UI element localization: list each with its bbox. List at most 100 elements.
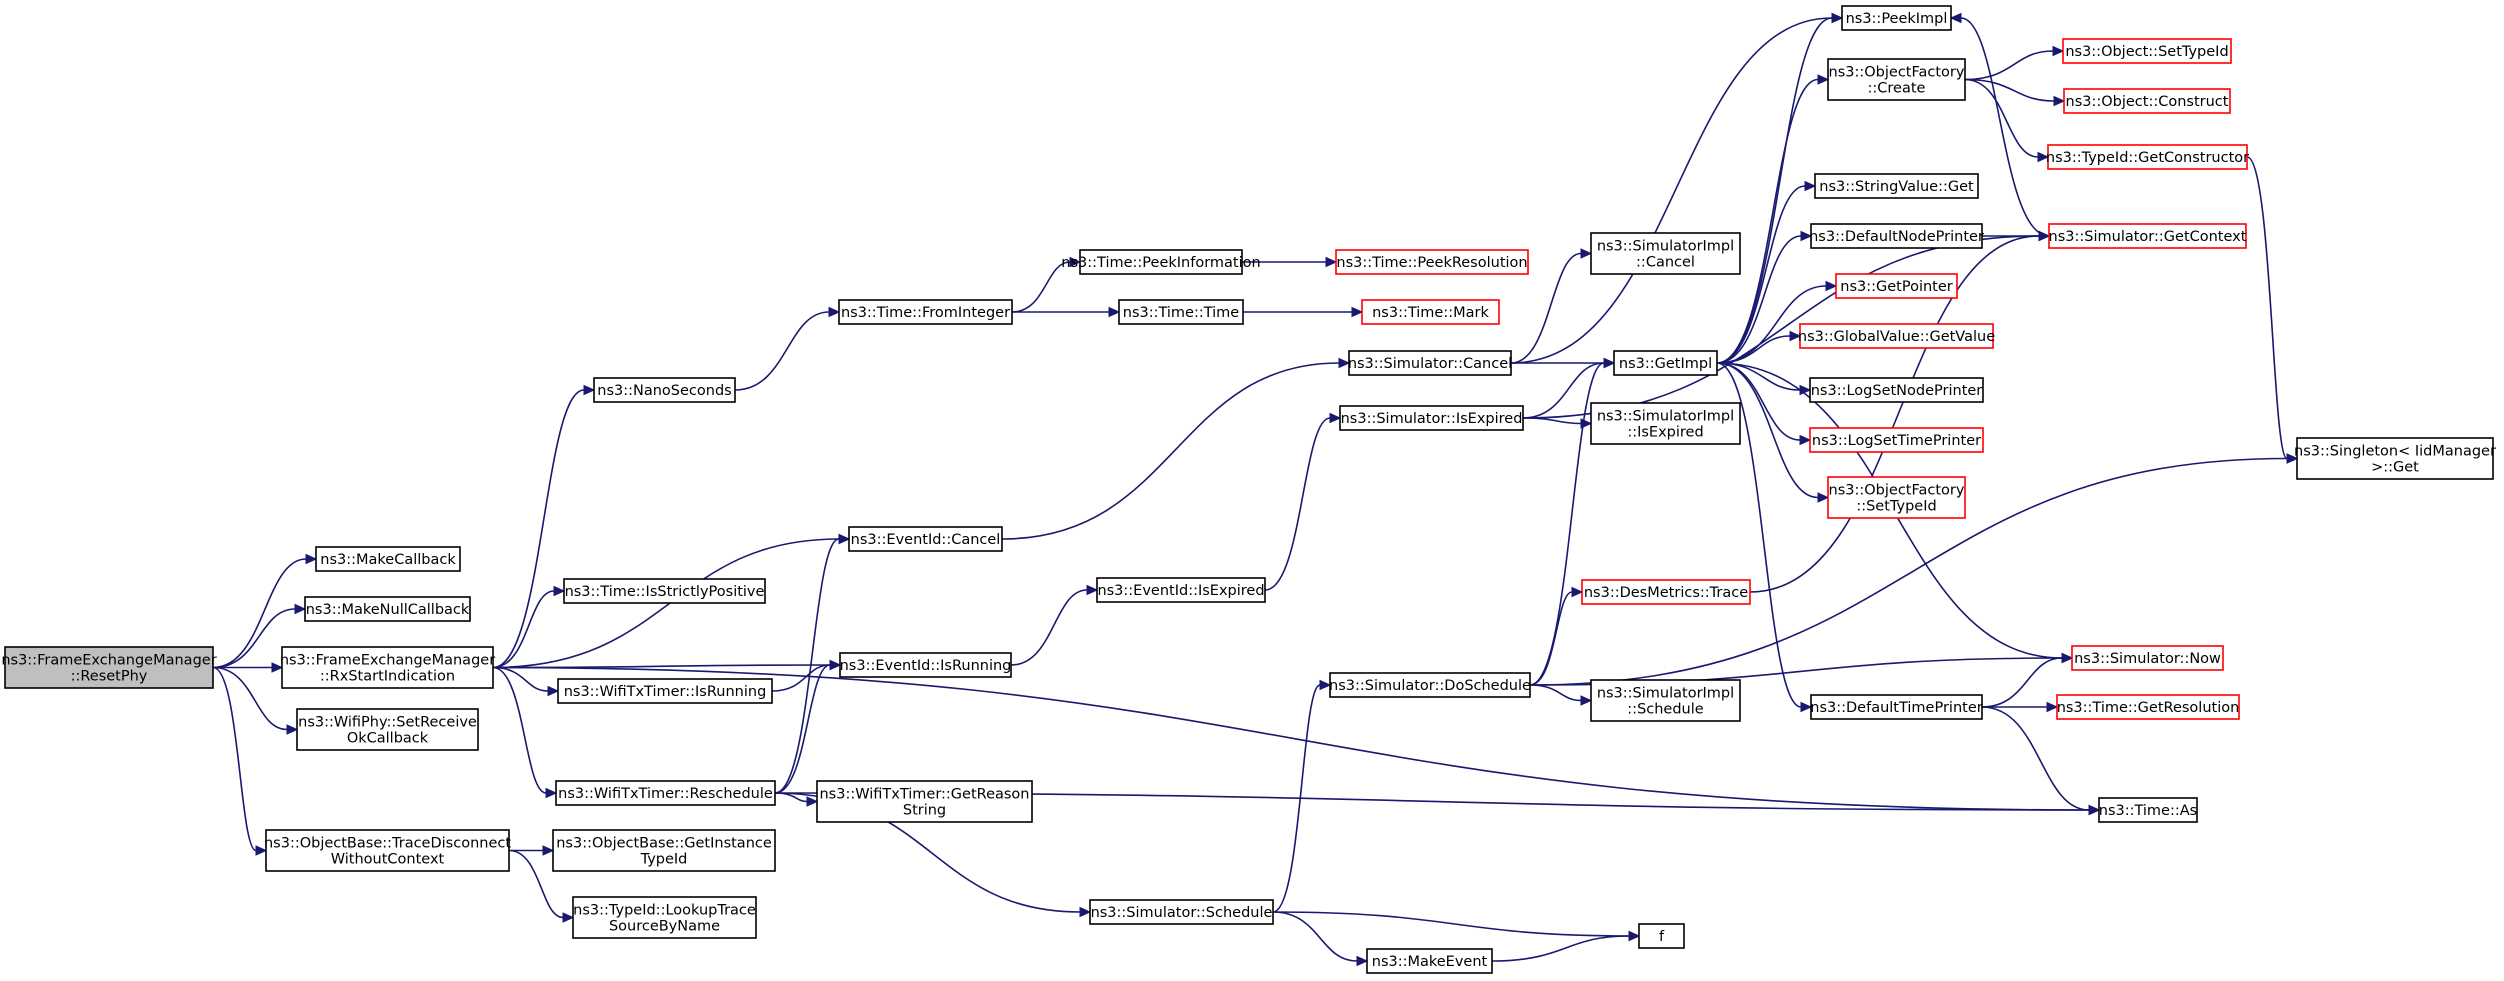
node-implschedule[interactable]: ns3::SimulatorImpl::Schedule	[1590, 679, 1741, 722]
node-simschedule[interactable]: ns3::Simulator::Schedule	[1089, 899, 1274, 925]
node-box[interactable]	[1581, 579, 1751, 605]
node-box[interactable]	[593, 377, 736, 403]
node-box[interactable]	[1096, 577, 1266, 603]
node-box[interactable]	[315, 546, 461, 572]
node-box[interactable]	[1590, 402, 1741, 445]
node-makenullcallback[interactable]: ns3::MakeNullCallback	[304, 596, 471, 622]
node-box[interactable]	[1348, 350, 1512, 376]
node-rxstart[interactable]: ns3::FrameExchangeManager::RxStartIndica…	[280, 646, 495, 689]
node-eventisrunning[interactable]: ns3::EventId::IsRunning	[839, 652, 1012, 678]
node-getcontext[interactable]: ns3::Simulator::GetContext	[2048, 223, 2247, 249]
node-box[interactable]	[1827, 476, 1966, 519]
node-box[interactable]	[2056, 694, 2240, 720]
node-reschedule[interactable]: ns3::WifiTxTimer::Reschedule	[555, 780, 776, 806]
node-box[interactable]	[2048, 223, 2247, 249]
node-isstrictlypositive[interactable]: ns3::Time::IsStrictlyPositive	[563, 578, 766, 604]
node-simnow[interactable]: ns3::Simulator::Now	[2071, 645, 2224, 671]
node-box[interactable]	[1590, 679, 1741, 722]
node-objconstruct[interactable]: ns3::Object::Construct	[2063, 88, 2231, 114]
node-box[interactable]	[1835, 273, 1958, 299]
node-defaulttimeprinter[interactable]: ns3::DefaultTimePrinter	[1810, 694, 1983, 720]
node-box[interactable]	[1361, 299, 1500, 325]
node-box[interactable]	[265, 829, 510, 872]
node-box[interactable]	[2098, 797, 2198, 823]
node-box[interactable]	[557, 678, 773, 704]
node-box[interactable]	[572, 896, 757, 939]
node-eventcancel[interactable]: ns3::EventId::Cancel	[848, 526, 1003, 552]
node-peekresolution[interactable]: ns3::Time::PeekResolution	[1335, 249, 1529, 275]
node-box[interactable]	[1810, 694, 1983, 720]
node-box[interactable]	[1590, 232, 1741, 275]
node-f[interactable]: f	[1638, 923, 1685, 949]
node-factorysettypeid[interactable]: ns3::ObjectFactory::SetTypeId	[1827, 476, 1966, 519]
node-eventisexpired[interactable]: ns3::EventId::IsExpired	[1096, 577, 1266, 603]
node-box[interactable]	[296, 708, 479, 751]
node-box[interactable]	[1329, 672, 1531, 698]
node-box[interactable]	[1366, 948, 1493, 974]
node-box[interactable]	[1613, 350, 1718, 376]
node-simisexpired[interactable]: ns3::Simulator::IsExpired	[1339, 405, 1524, 431]
node-simcancel[interactable]: ns3::Simulator::Cancel	[1348, 350, 1512, 376]
node-peekimpl[interactable]: ns3::PeekImpl	[1841, 5, 1952, 31]
node-box[interactable]	[1809, 427, 1984, 453]
node-factorycreate[interactable]: ns3::ObjectFactory::Create	[1827, 58, 1966, 101]
node-peekinformation[interactable]: ns3::Time::PeekInformation	[1061, 249, 1261, 275]
node-getpointer[interactable]: ns3::GetPointer	[1835, 273, 1958, 299]
node-box[interactable]	[304, 596, 471, 622]
node-box[interactable]	[281, 646, 494, 689]
node-box[interactable]	[1335, 249, 1529, 275]
node-implisexpired[interactable]: ns3::SimulatorImpl::IsExpired	[1590, 402, 1741, 445]
node-box[interactable]	[563, 578, 766, 604]
node-box[interactable]	[2063, 88, 2231, 114]
node-tracedisconnect[interactable]: ns3::ObjectBase::TraceDisconnectWithoutC…	[264, 829, 511, 872]
node-box[interactable]	[838, 299, 1013, 325]
node-box[interactable]	[1339, 405, 1524, 431]
node-box[interactable]	[2062, 38, 2232, 64]
node-box[interactable]	[848, 526, 1003, 552]
node-stringvalueget[interactable]: ns3::StringValue::Get	[1814, 173, 1979, 199]
node-box[interactable]	[1089, 899, 1274, 925]
node-box[interactable]	[2071, 645, 2224, 671]
node-getconstructor[interactable]: ns3::TypeId::GetConstructor	[2046, 144, 2249, 170]
node-nanoseconds[interactable]: ns3::NanoSeconds	[593, 377, 736, 403]
node-box[interactable]	[1809, 377, 1984, 403]
node-box[interactable]	[839, 652, 1012, 678]
node-simdoschedule[interactable]: ns3::Simulator::DoSchedule	[1329, 672, 1531, 698]
node-defaultnodeprinter[interactable]: ns3::DefaultNodePrinter	[1809, 223, 1984, 249]
node-makecallback[interactable]: ns3::MakeCallback	[315, 546, 461, 572]
node-box[interactable]	[1841, 5, 1952, 31]
node-box[interactable]	[4, 646, 214, 689]
node-root[interactable]: ns3::FrameExchangeManager::ResetPhy	[1, 646, 217, 689]
node-makeevent[interactable]: ns3::MakeEvent	[1366, 948, 1493, 974]
node-wifitxisrunning[interactable]: ns3::WifiTxTimer::IsRunning	[557, 678, 773, 704]
node-frominteger[interactable]: ns3::Time::FromInteger	[838, 299, 1013, 325]
node-box[interactable]	[2047, 144, 2248, 170]
node-box[interactable]	[1827, 58, 1966, 101]
node-box[interactable]	[1799, 323, 1994, 349]
node-timemark[interactable]: ns3::Time::Mark	[1361, 299, 1500, 325]
node-singletonget[interactable]: ns3::Singleton< IidManager>::Get	[2294, 437, 2496, 480]
node-desmetrics[interactable]: ns3::DesMetrics::Trace	[1581, 579, 1751, 605]
node-implcancel[interactable]: ns3::SimulatorImpl::Cancel	[1590, 232, 1741, 275]
node-getimpl[interactable]: ns3::GetImpl	[1613, 350, 1718, 376]
node-box[interactable]	[555, 780, 776, 806]
node-box[interactable]	[552, 829, 776, 872]
node-box[interactable]	[1638, 923, 1685, 949]
node-objsettypeid[interactable]: ns3::Object::SetTypeId	[2062, 38, 2232, 64]
node-box[interactable]	[1810, 223, 1983, 249]
node-box[interactable]	[1118, 299, 1244, 325]
node-logsettimeprinter[interactable]: ns3::LogSetTimePrinter	[1809, 427, 1984, 453]
node-getresolution[interactable]: ns3::Time::GetResolution	[2056, 694, 2240, 720]
node-timeas[interactable]: ns3::Time::As	[2098, 797, 2198, 823]
node-box[interactable]	[1079, 249, 1243, 275]
node-box[interactable]	[816, 780, 1033, 823]
node-globalvalue[interactable]: ns3::GlobalValue::GetValue	[1798, 323, 1995, 349]
node-logsetnodeprinter[interactable]: ns3::LogSetNodePrinter	[1809, 377, 1984, 403]
node-box[interactable]	[2296, 437, 2494, 480]
node-box[interactable]	[1814, 173, 1979, 199]
node-timetime[interactable]: ns3::Time::Time	[1118, 299, 1244, 325]
